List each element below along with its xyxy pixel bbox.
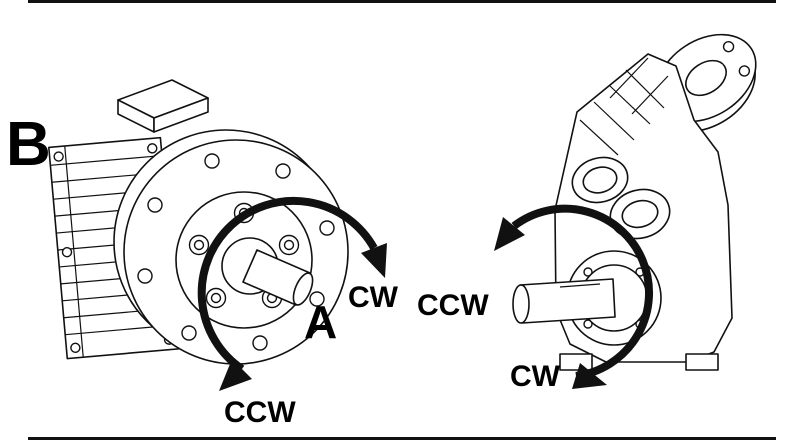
right-gearmotor-drawing <box>494 33 757 389</box>
right-cw-arrowhead <box>572 363 607 389</box>
left-ccw-arrowhead <box>219 359 252 391</box>
mounting-feet <box>559 353 719 371</box>
right-rotation-arrow <box>494 204 654 389</box>
motor-terminal-box <box>117 79 209 133</box>
flange-bolt-holes <box>137 153 335 351</box>
left-ccw-label: CCW <box>224 396 296 429</box>
left-cw-label: CW <box>348 281 398 314</box>
housing-ribs <box>579 57 669 156</box>
left-rotation-arrow <box>197 196 387 391</box>
right-ccw-label: CCW <box>417 289 489 322</box>
left-shaft-label-a: A <box>304 296 338 348</box>
right-cw-label: CW <box>510 360 560 393</box>
right-ccw-arrowhead <box>494 217 525 251</box>
left-cw-arrowhead <box>361 243 387 278</box>
gear-bores <box>571 156 671 240</box>
left-gearmotor-drawing <box>48 79 387 391</box>
left-output-shaft <box>242 249 314 306</box>
top-border-line <box>28 0 776 3</box>
bottom-border-line <box>28 437 776 440</box>
left-unit-label-b: B <box>6 110 51 179</box>
